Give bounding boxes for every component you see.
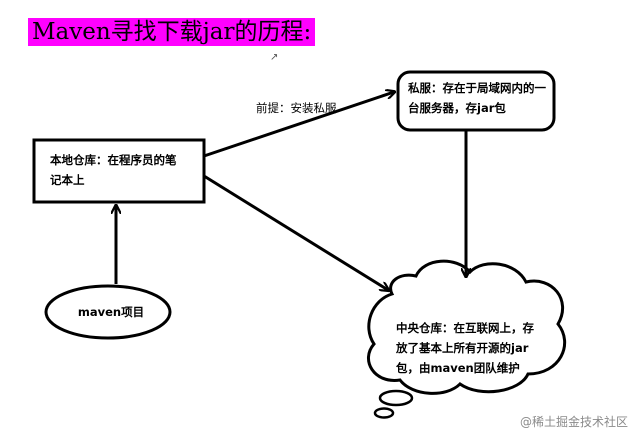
local-repo-box	[32, 138, 206, 204]
cursor-icon: ↗	[270, 52, 279, 63]
edge-label-install-private: 前提：安装私服	[256, 101, 337, 115]
local-repo-label: 本地仓库：在程序员的笔记本上	[50, 153, 177, 187]
maven-project-label: maven项目	[77, 305, 145, 319]
private-server-label: 私服：存在于局域网内的一台服务器，存jar包	[408, 81, 546, 115]
arrow-local-to-private	[203, 92, 394, 158]
watermark: @稀土掘金技术社区	[519, 415, 628, 429]
maven-project-ellipse	[44, 284, 172, 340]
diagram-title: Maven寻找下载jar的历程:	[28, 18, 316, 46]
private-server-box	[396, 70, 556, 132]
cloud-tail-bubble-2	[373, 407, 395, 419]
arrow-local-to-central	[203, 174, 388, 290]
cloud-tail-bubble-1	[378, 389, 414, 407]
central-repo-cloud	[367, 259, 567, 395]
central-repo-label: 中央仓库：在互联网上，存放了基本上所有开源的jar包，由maven团队维护	[396, 321, 534, 375]
